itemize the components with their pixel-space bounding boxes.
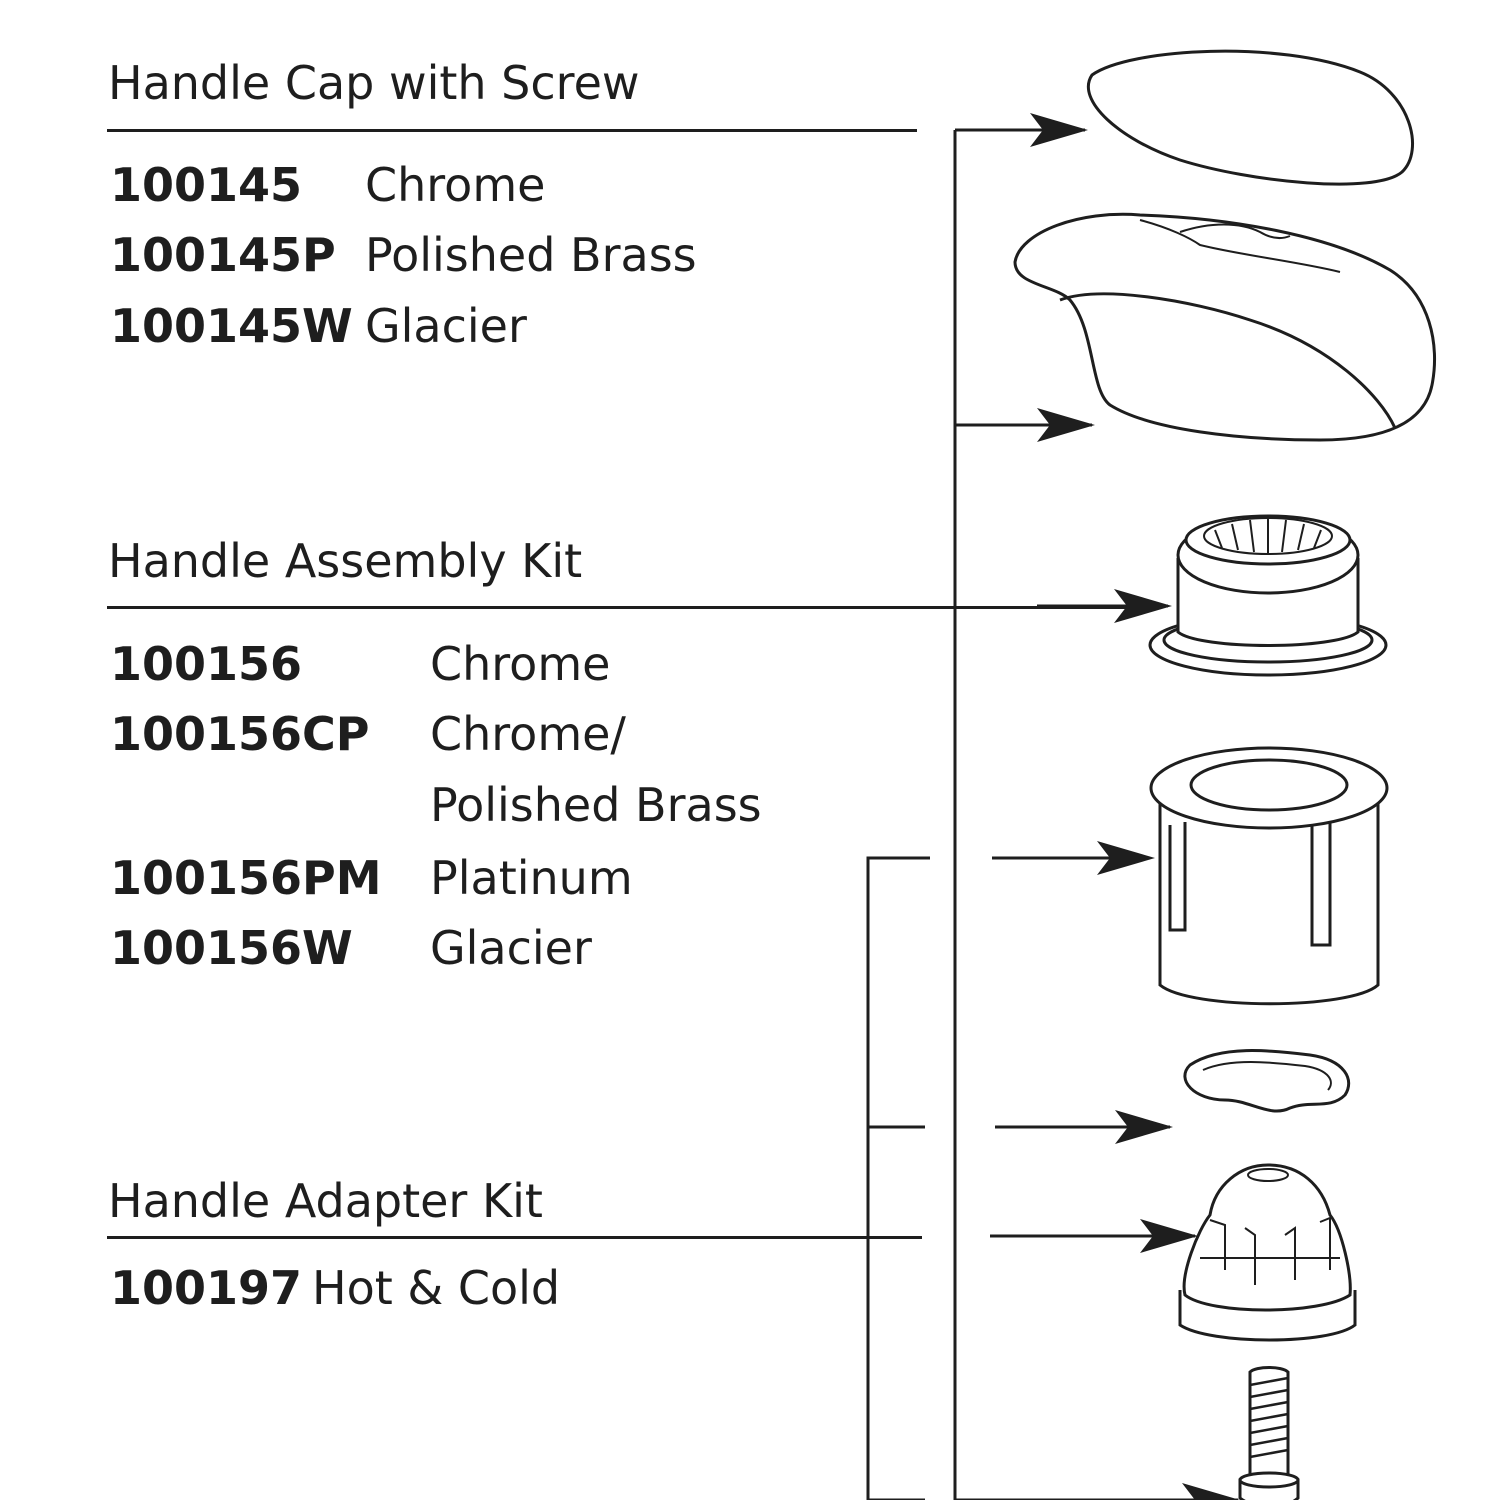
part-finish: Chrome bbox=[430, 637, 611, 691]
part-number: 100145 bbox=[110, 158, 303, 212]
arrowhead bbox=[1037, 408, 1095, 442]
part-number: 100156CP bbox=[110, 707, 370, 761]
part-finish: Polished Brass bbox=[365, 228, 697, 282]
handle-insert-drawing bbox=[1148, 514, 1388, 677]
section-title-handle-assembly: Handle Assembly Kit bbox=[108, 534, 583, 588]
arrowhead bbox=[1115, 1110, 1173, 1144]
handle-adapter-drawing bbox=[1178, 1163, 1357, 1342]
arrowhead bbox=[1140, 1219, 1198, 1253]
adapter-sleeve-drawing bbox=[1149, 746, 1389, 1006]
part-finish: Chrome/ bbox=[430, 707, 626, 761]
screw-drawing bbox=[1238, 1366, 1300, 1500]
arrowhead bbox=[1182, 1483, 1240, 1500]
section-rule-handle-cap bbox=[107, 129, 917, 132]
part-finish: Polished Brass bbox=[430, 778, 762, 832]
part-number: 100145W bbox=[110, 299, 353, 353]
part-number: 100197 bbox=[110, 1261, 303, 1315]
part-number: 100156PM bbox=[110, 851, 382, 905]
section-rule-handle-assembly bbox=[107, 606, 1137, 609]
part-finish: Chrome bbox=[365, 158, 546, 212]
gasket-drawing bbox=[1183, 1049, 1351, 1113]
handle-cap-drawing bbox=[1086, 49, 1415, 186]
part-finish: Glacier bbox=[430, 921, 592, 975]
section-rule-handle-adapter bbox=[107, 1236, 922, 1239]
part-finish: Platinum bbox=[430, 851, 633, 905]
arrowhead bbox=[1030, 113, 1088, 147]
part-number: 100145P bbox=[110, 228, 336, 282]
part-finish: Glacier bbox=[365, 299, 527, 353]
part-number: 100156 bbox=[110, 637, 303, 691]
handle-body-drawing bbox=[1013, 212, 1436, 442]
arrowhead bbox=[1114, 589, 1172, 623]
arrowhead bbox=[1097, 841, 1155, 875]
bracket-handle-adapter bbox=[866, 856, 930, 1500]
section-title-handle-adapter: Handle Adapter Kit bbox=[108, 1174, 543, 1228]
section-title-handle-cap: Handle Cap with Screw bbox=[108, 56, 640, 110]
part-finish: Hot & Cold bbox=[312, 1261, 561, 1315]
part-number: 100156W bbox=[110, 921, 353, 975]
